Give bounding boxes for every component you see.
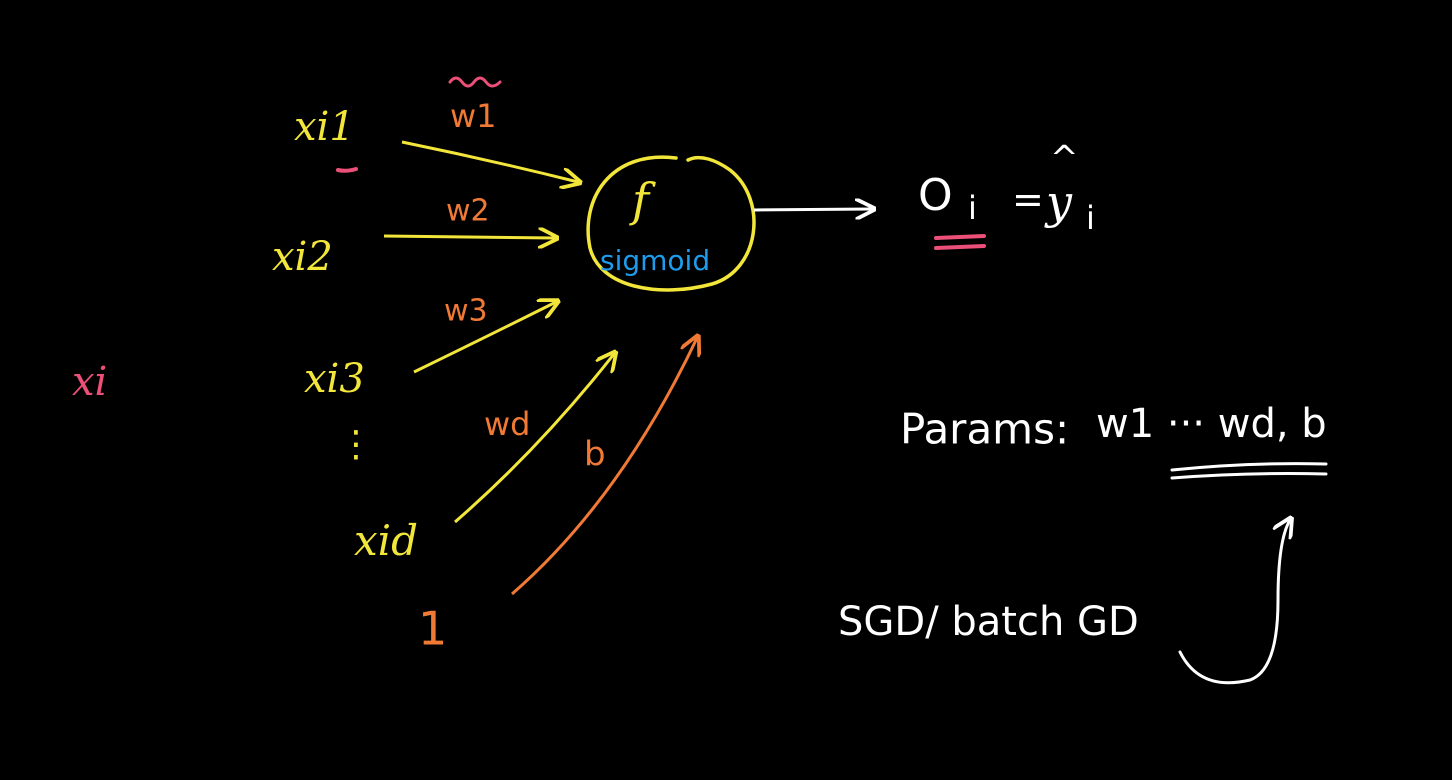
input-dots: ⋮ [338, 424, 374, 465]
output-o-label: O [918, 170, 953, 221]
neuron-function-label: f [629, 173, 656, 227]
weight-w1-label: w1 [450, 97, 497, 135]
arrow-output [753, 209, 872, 210]
weight-wd-label: wd [484, 405, 530, 443]
input-x2-label: xi2 [272, 234, 333, 280]
output-yhat-hat: ^ [1050, 139, 1079, 179]
w1-tilde-mark [448, 76, 502, 88]
arrow-x3 [413, 302, 556, 374]
arrow-x2 [383, 236, 555, 238]
neuron-circle [586, 155, 756, 292]
arrow-xd [454, 354, 614, 524]
params-label: Params: [900, 405, 1069, 454]
bias-input-label: 1 [418, 602, 447, 656]
output-underline-mark [934, 234, 986, 250]
arrow-x1 [401, 140, 578, 182]
params-values: w1 ··· wd, b [1096, 401, 1327, 447]
neuron-activation-label: sigmoid [600, 244, 710, 277]
training-method-label: SGD/ batch GD [838, 599, 1139, 645]
input-x1-label: xi1 [294, 104, 355, 150]
training-update-arrow [1178, 520, 1290, 685]
weight-w3-label: w3 [444, 294, 488, 329]
arrow-bias [511, 338, 697, 596]
output-yhat-subscript: i [1086, 199, 1095, 237]
output-o-subscript: i [968, 189, 977, 227]
bias-weight-label: b [584, 435, 606, 475]
input-vector-label: xi [72, 359, 107, 405]
output-yhat-label: y [1044, 175, 1073, 229]
output-equals: = [1012, 178, 1044, 222]
weight-w2-label: w2 [446, 194, 490, 229]
x1-underline-mark [336, 167, 358, 173]
params-underline [1170, 462, 1328, 480]
input-xd-label: xid [354, 516, 418, 565]
input-x3-label: xi3 [304, 356, 365, 402]
